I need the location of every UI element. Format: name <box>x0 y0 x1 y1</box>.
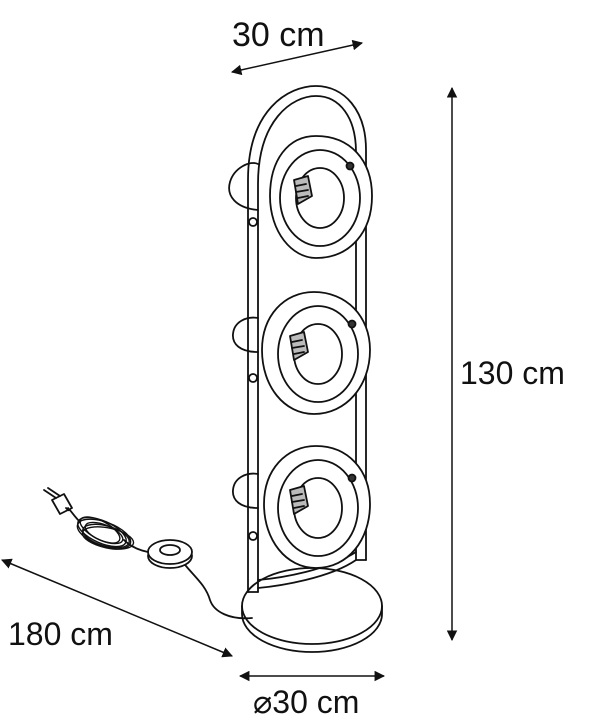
frame-hook-bottom <box>232 472 259 509</box>
lamp-shade-top <box>248 135 373 259</box>
frame-hook-middle <box>232 316 259 353</box>
height-label: 130 cm <box>460 355 565 391</box>
cable-dimension-line <box>1 558 233 658</box>
lamp-base <box>241 567 383 653</box>
width-label: 30 cm <box>232 16 325 54</box>
base-diameter-label: ⌀30 cm <box>253 684 359 720</box>
cable-label: 180 cm <box>8 616 113 652</box>
lamp-shade-bottom <box>248 445 371 569</box>
frame-hook-top <box>228 162 259 211</box>
floor-lamp <box>43 85 383 653</box>
lamp-shade-middle <box>248 291 371 415</box>
width-dimension-line <box>230 39 364 76</box>
cable-coil <box>76 516 135 550</box>
foot-switch <box>147 539 193 569</box>
power-plug <box>43 487 73 515</box>
